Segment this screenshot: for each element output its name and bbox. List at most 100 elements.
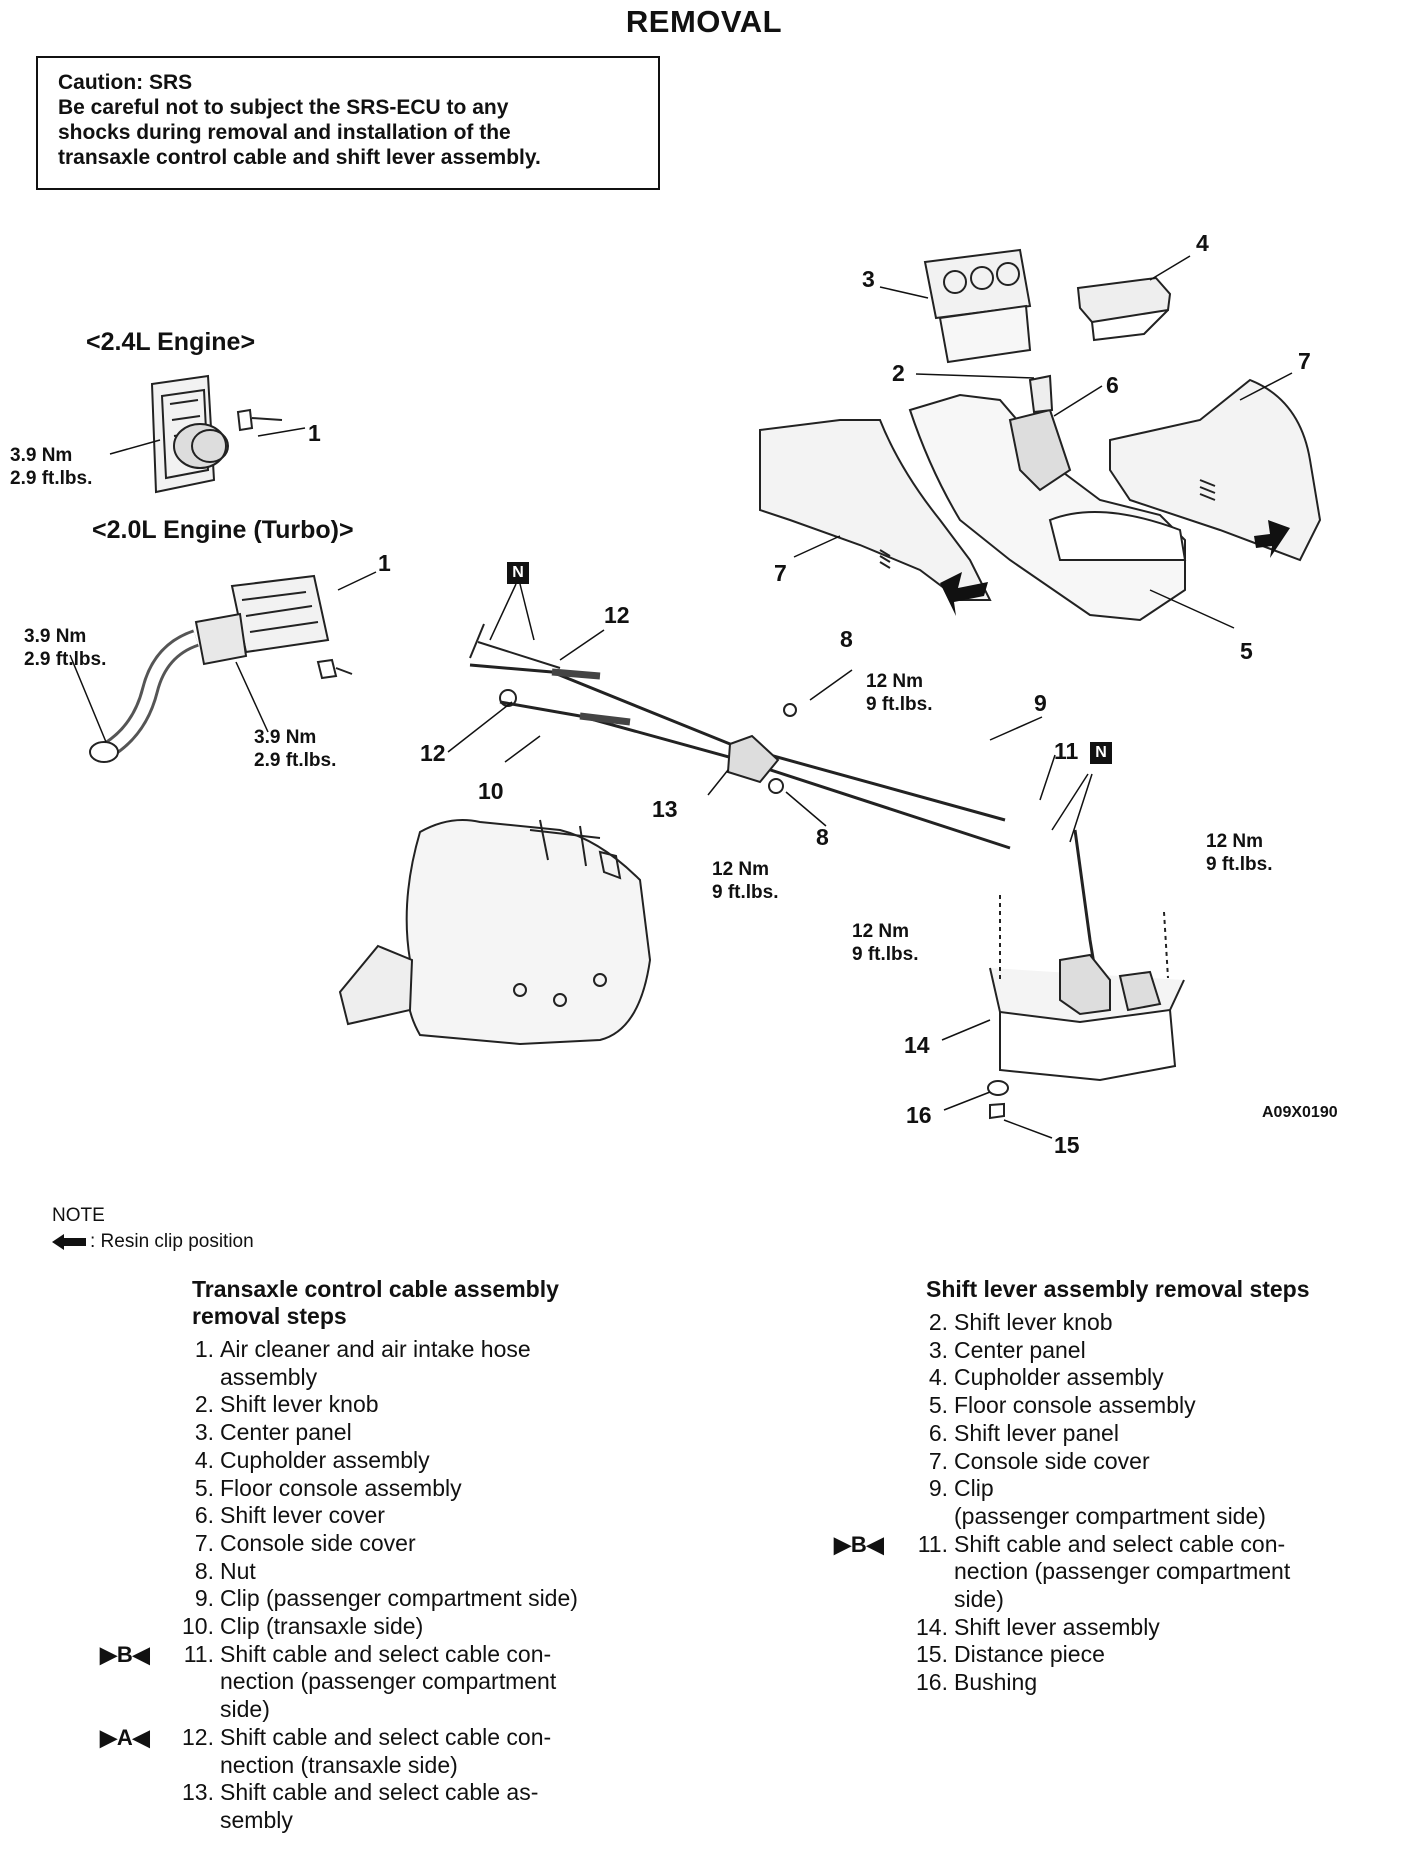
list-item: 16.Bushing <box>912 1669 1408 1697</box>
list-item: 15.Distance piece <box>912 1641 1408 1669</box>
list-item: 10.Clip (transaxle side) <box>178 1613 692 1641</box>
caution-line: Be careful not to subject the SRS-ECU to… <box>58 96 509 119</box>
step-number: 5. <box>194 1474 214 1501</box>
step-text: Cupholder assembly <box>954 1364 1164 1391</box>
step-number: 6. <box>194 1502 214 1529</box>
step-number: 15. <box>916 1641 948 1668</box>
step-text: nection (passenger compartment <box>220 1668 557 1695</box>
step-text: Shift cable and select cable con- <box>954 1530 1286 1557</box>
step-text: Clip <box>954 1475 994 1502</box>
control-cables-drawing <box>469 623 1011 850</box>
list-item: 8.Nut <box>178 1558 692 1586</box>
center-panel-drawing <box>923 248 1032 364</box>
step-text: Floor console assembly <box>220 1474 462 1501</box>
shift-lever-assembly-drawing <box>987 829 1185 1120</box>
callout-13: 13 <box>652 796 678 822</box>
list-item: 7.Console side cover <box>912 1448 1408 1476</box>
console-side-cover-left-drawing <box>759 419 992 601</box>
list-item: 3.Center panel <box>912 1337 1408 1365</box>
cupholder-drawing <box>1076 276 1172 342</box>
n-marker: N <box>507 562 529 584</box>
step-marker: ▶B◀ <box>834 1531 884 1557</box>
list-item-continuation: nection (passenger compartment <box>912 1558 1408 1586</box>
torque-label-24: 3.9 Nm 2.9 ft.lbs. <box>10 445 93 489</box>
callout-7: 7 <box>1298 348 1311 374</box>
list-item: 3.Center panel <box>178 1419 692 1447</box>
step-text: Shift lever knob <box>220 1391 379 1418</box>
step-text: side) <box>954 1586 1004 1613</box>
step-number: 14. <box>916 1613 948 1640</box>
list-item: ▶A◀12.Shift cable and select cable con- <box>100 1723 692 1752</box>
resin-clip-arrow-left <box>940 572 988 616</box>
step-text: Distance piece <box>954 1641 1105 1668</box>
callout-12: 12 <box>420 740 446 766</box>
air-cleaner-24-drawing <box>150 374 283 494</box>
step-number: 7. <box>194 1529 214 1556</box>
step-number: 3. <box>194 1419 214 1446</box>
step-number: 1. <box>194 1336 214 1362</box>
step-text: sembly <box>220 1806 293 1833</box>
torque-label-nut-lower: 12 Nm 9 ft.lbs. <box>712 859 779 903</box>
list-item: 9.Clip <box>912 1475 1408 1503</box>
step-number: 10. <box>182 1613 214 1640</box>
step-number: 4. <box>194 1446 214 1473</box>
step-number: 12. <box>182 1723 214 1750</box>
list-item: 4.Cupholder assembly <box>912 1364 1408 1392</box>
torque-label-lever-left: 12 Nm 9 ft.lbs. <box>852 921 919 965</box>
list-item: 5.Floor console assembly <box>912 1392 1408 1420</box>
step-text: assembly <box>220 1363 318 1390</box>
step-text: Center panel <box>954 1336 1086 1363</box>
step-text: Bushing <box>954 1669 1038 1696</box>
step-text: Floor console assembly <box>954 1392 1196 1419</box>
callout-14: 14 <box>904 1032 930 1058</box>
list-item: 7.Console side cover <box>178 1530 692 1558</box>
torque-label-nut-upper: 12 Nm 9 ft.lbs. <box>866 671 933 715</box>
figure-code: A09X0190 <box>1262 1104 1338 1121</box>
step-text: Console side cover <box>954 1447 1150 1474</box>
step-number: 2. <box>194 1391 214 1418</box>
step-number: 6. <box>928 1419 948 1446</box>
steps-title: Shift lever assembly removal steps <box>926 1276 1310 1302</box>
step-marker: ▶B◀ <box>100 1641 150 1667</box>
step-text: nection (passenger compartment <box>954 1558 1291 1585</box>
steps-title: Transaxle control cable assembly removal… <box>192 1276 559 1329</box>
callout-6: 6 <box>1106 372 1119 398</box>
step-number: 9. <box>928 1475 948 1502</box>
step-number: 16. <box>916 1669 948 1696</box>
n-marker: N <box>1090 742 1112 764</box>
transaxle-drawing <box>338 819 652 1046</box>
step-text: Shift lever knob <box>954 1309 1113 1335</box>
floor-console-drawing <box>908 374 1187 622</box>
list-item: 6.Shift lever panel <box>912 1420 1408 1448</box>
step-text: Shift lever cover <box>220 1502 385 1529</box>
callout-10: 10 <box>478 778 504 804</box>
step-number: 4. <box>928 1364 948 1391</box>
list-item: 1.Air cleaner and air intake hose <box>178 1336 692 1364</box>
torque-label-20-cleaner: 3.9 Nm 2.9 ft.lbs. <box>254 727 337 771</box>
step-text: Shift cable and select cable con- <box>220 1640 552 1667</box>
step-text: Clip (passenger compartment side) <box>220 1585 578 1612</box>
air-cleaner-20-drawing <box>89 574 353 763</box>
callout-1: 1 <box>378 550 391 576</box>
step-text: nection (transaxle side) <box>220 1751 458 1778</box>
callout-9: 9 <box>1034 690 1047 716</box>
callout-3: 3 <box>862 266 875 292</box>
callout-4: 4 <box>1196 230 1209 256</box>
step-text: Nut <box>220 1557 256 1584</box>
step-text: Clip (transaxle side) <box>220 1613 424 1640</box>
list-item: ▶B◀11.Shift cable and select cable con- <box>834 1530 1408 1559</box>
exploded-view-diagram <box>69 248 1322 1139</box>
caution-box: Caution: SRS Be careful not to subject t… <box>36 56 660 190</box>
list-item: 9.Clip (passenger compartment side) <box>178 1585 692 1613</box>
left-arrow-icon <box>52 1234 86 1250</box>
callout-8: 8 <box>840 626 853 652</box>
list-item: 6.Shift lever cover <box>178 1502 692 1530</box>
step-number: 2. <box>928 1309 948 1335</box>
step-text: Center panel <box>220 1419 352 1446</box>
step-text: (passenger compartment side) <box>954 1502 1266 1529</box>
step-marker: ▶A◀ <box>100 1724 150 1750</box>
list-item: 5.Floor console assembly <box>178 1475 692 1503</box>
callout-1: 1 <box>308 420 321 446</box>
